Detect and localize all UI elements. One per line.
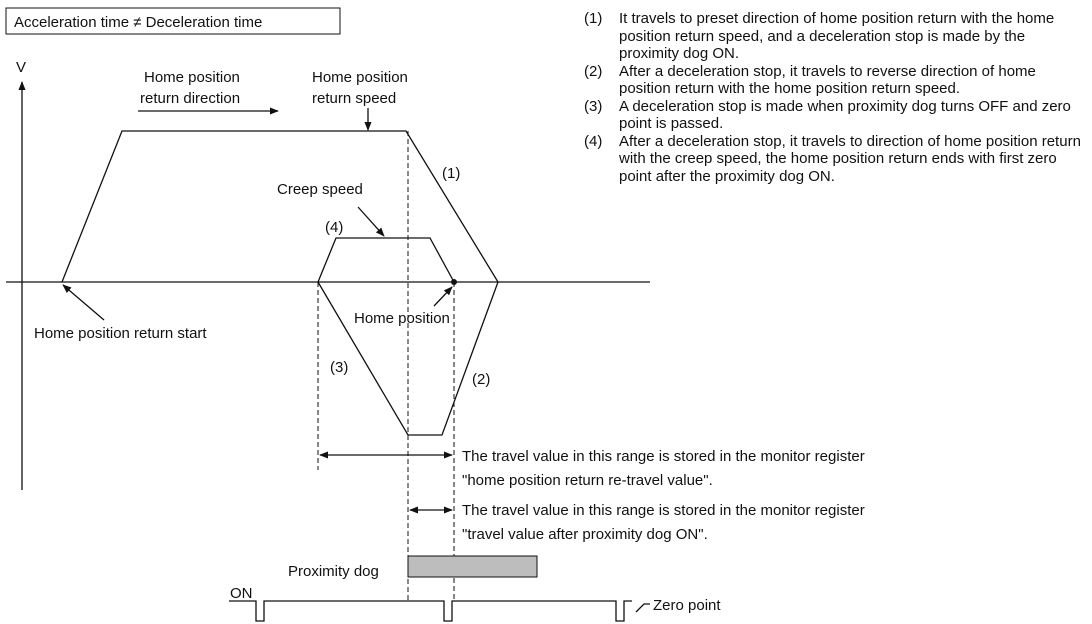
note-4: (4) After a deceleration stop, it travel… bbox=[584, 133, 1088, 186]
reverse-travel-profile bbox=[317, 281, 499, 436]
proximity-dog-signal bbox=[407, 555, 538, 578]
explanation-notes: (1) It travels to preset direction of ho… bbox=[584, 10, 1088, 185]
after-dog-text-2: "travel value after proximity dog ON". bbox=[462, 526, 708, 543]
zero-point-label: Zero point bbox=[653, 597, 721, 614]
note-2-number: (2) bbox=[584, 62, 603, 80]
note-4-number: (4) bbox=[584, 132, 603, 150]
marker-3: (3) bbox=[330, 359, 348, 376]
note-2-text: After a deceleration stop, it travels to… bbox=[619, 62, 1036, 98]
note-3-number: (3) bbox=[584, 97, 603, 115]
return-start-label: Home position return start bbox=[34, 325, 207, 342]
return-speed-profile bbox=[61, 130, 499, 283]
proximity-dog-label: Proximity dog bbox=[288, 563, 379, 580]
diagram-title: Acceleration time ≠ Deceleration time bbox=[14, 14, 262, 31]
after-dog-text-1: The travel value in this range is stored… bbox=[462, 502, 865, 519]
title-box bbox=[5, 7, 341, 35]
marker-2: (2) bbox=[472, 371, 490, 388]
home-position-label: Home position bbox=[354, 310, 450, 327]
note-1: (1) It travels to preset direction of ho… bbox=[584, 10, 1088, 63]
on-label: ON bbox=[230, 585, 253, 602]
return-direction-label-1: Home position bbox=[144, 69, 240, 86]
note-3-text: A deceleration stop is made when proximi… bbox=[619, 97, 1071, 133]
return-start-arrow bbox=[62, 284, 105, 321]
velocity-axis-label: V bbox=[16, 59, 26, 76]
creep-speed-profile bbox=[317, 237, 455, 283]
marker-4: (4) bbox=[325, 219, 343, 236]
creep-speed-arrow bbox=[357, 206, 385, 237]
note-1-text: It travels to preset direction of home p… bbox=[619, 10, 1055, 62]
marker-1: (1) bbox=[442, 165, 460, 182]
retravel-text-2: "home position return re-travel value". bbox=[462, 472, 713, 489]
return-speed-label-1: Home position bbox=[312, 69, 408, 86]
retravel-text-1: The travel value in this range is stored… bbox=[462, 448, 865, 465]
creep-speed-label: Creep speed bbox=[277, 181, 363, 198]
zero-point-leader bbox=[635, 603, 650, 613]
note-3: (3) A deceleration stop is made when pro… bbox=[584, 98, 1088, 133]
note-1-number: (1) bbox=[584, 10, 603, 27]
home-position-arrow bbox=[433, 286, 453, 307]
note-2: (2) After a deceleration stop, it travel… bbox=[584, 63, 1088, 98]
note-4-text: After a deceleration stop, it travels to… bbox=[619, 132, 1081, 185]
return-direction-label-2: return direction bbox=[140, 90, 240, 107]
zero-point-signal bbox=[229, 600, 632, 622]
return-speed-label-2: return speed bbox=[312, 90, 396, 107]
